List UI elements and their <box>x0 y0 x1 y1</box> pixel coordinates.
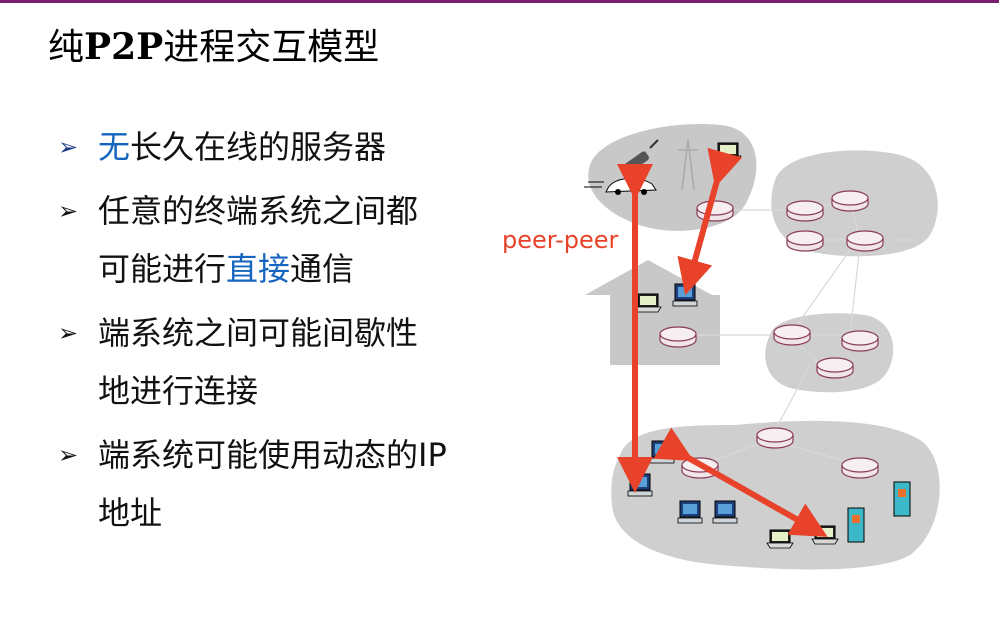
bullet-arrow-icon: ➢ <box>58 133 79 161</box>
bullet-highlight: 无 <box>98 128 131 166</box>
server-icon <box>847 481 911 543</box>
bullet-item-1: ➢ 无长久在线的服务器 <box>58 118 518 176</box>
bullet-line-2: 可能进行直接通信 <box>98 240 518 298</box>
title-suffix: 进程交互模型 <box>163 27 380 68</box>
bullet-arrow-icon: ➢ <box>58 197 79 225</box>
bottom-devices <box>627 440 911 549</box>
house-icon <box>585 260 720 365</box>
network-diagram <box>584 124 940 570</box>
bullet-item-3: ➢ 端系统之间可能间歇性 地进行连接 <box>58 304 518 420</box>
bullet-line-1: 任意的终端系统之间都 <box>98 192 419 230</box>
bullet-item-4: ➢ 端系统可能使用动态的IP 地址 <box>58 426 518 542</box>
bullet-line-2-post: 通信 <box>290 250 355 288</box>
bullet-line-2: 地进行连接 <box>98 372 259 410</box>
bullet-arrow-icon: ➢ <box>58 319 79 347</box>
slide-title: 纯P2P进程交互模型 <box>48 18 379 70</box>
bullet-text: 长久在线的服务器 <box>130 128 387 166</box>
bullet-line-2: 地址 <box>98 494 163 532</box>
top-accent-bar <box>0 0 999 3</box>
bullet-line-2-pre: 可能进行 <box>98 250 227 288</box>
peer-arrows <box>617 147 828 537</box>
peer-peer-label: peer-peer <box>502 226 619 254</box>
title-bold: P2P <box>84 26 164 68</box>
bullet-item-2: ➢ 任意的终端系统之间都 可能进行直接通信 <box>58 182 518 298</box>
title-prefix: 纯 <box>48 27 85 68</box>
bullet-list: ➢ 无长久在线的服务器 ➢ 任意的终端系统之间都 可能进行直接通信 ➢ 端系统之… <box>58 118 518 542</box>
bullet-highlight: 直接 <box>226 250 291 288</box>
bullet-arrow-icon: ➢ <box>58 441 79 469</box>
bullet-line-1: 端系统之间可能间歇性 <box>98 314 419 352</box>
bullet-line-1: 端系统可能使用动态的IP <box>98 436 447 474</box>
laptop-icon <box>714 142 742 162</box>
